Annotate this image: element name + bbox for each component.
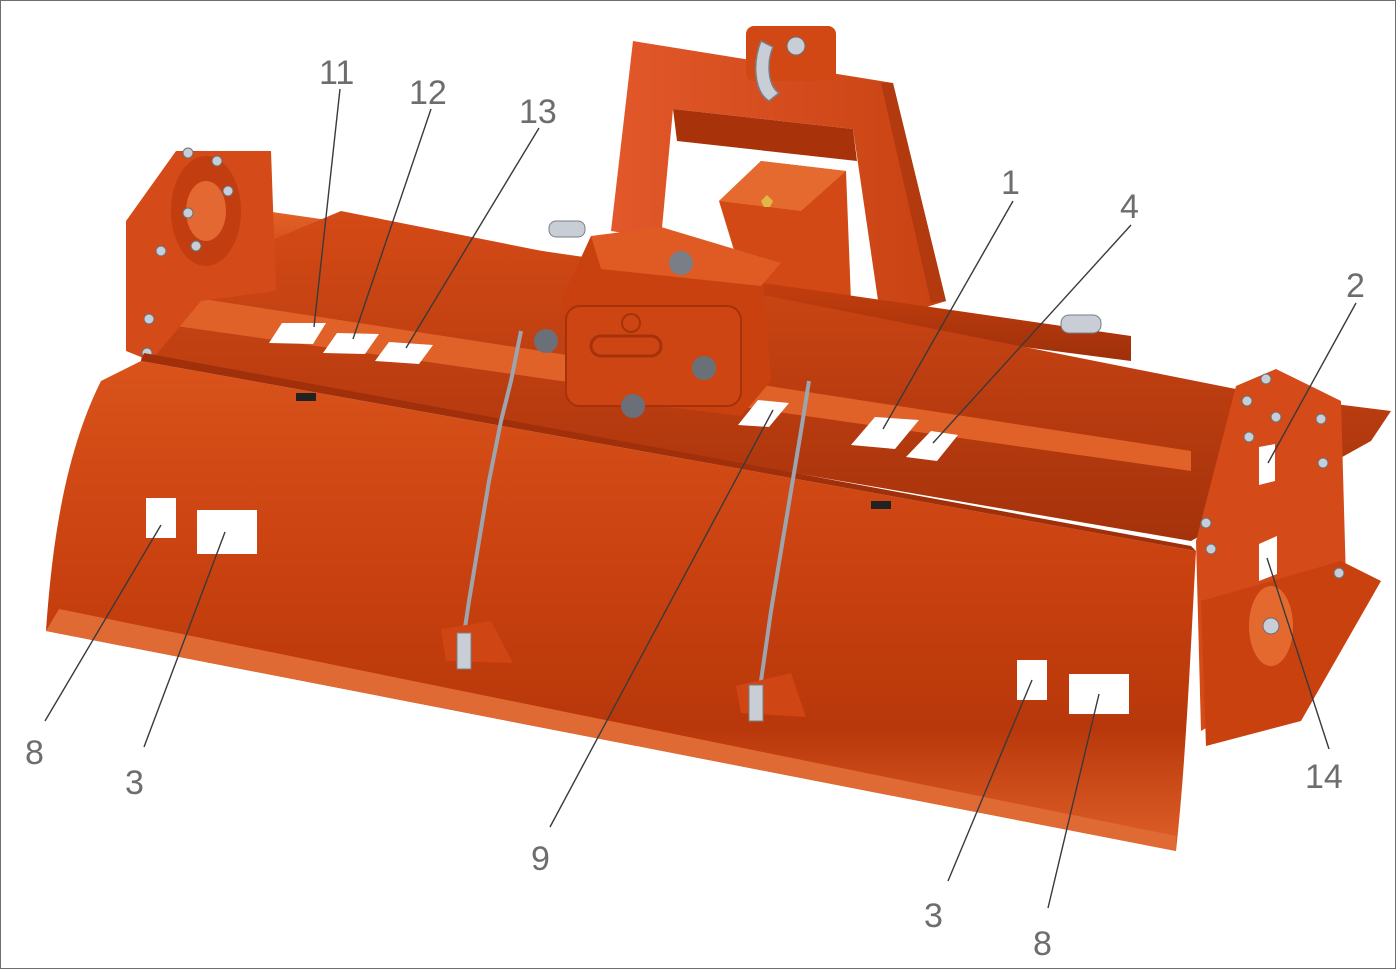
- callout-3-left: 3: [125, 764, 144, 802]
- leader-2: [1267, 302, 1357, 464]
- leader-3-left: [143, 531, 226, 748]
- gearbox: [534, 227, 781, 418]
- left-chain: [441, 330, 523, 670]
- callouts: 11 12 13 1 4 2 8 3 9 3 8 14: [25, 54, 1365, 963]
- callout-11: 11: [319, 54, 354, 92]
- callout-4: 4: [1120, 188, 1139, 226]
- left-end-plate: [126, 147, 276, 361]
- leader-8-right: [1047, 693, 1100, 909]
- callout-3-right: 3: [924, 897, 943, 935]
- callout-2: 2: [1346, 267, 1365, 305]
- tiller-illustration: [46, 26, 1391, 851]
- rear-hood: [46, 353, 1196, 851]
- leader-9: [549, 409, 774, 828]
- leader-12: [352, 108, 432, 340]
- callout-8-right: 8: [1033, 925, 1052, 963]
- callout-8-left: 8: [25, 734, 44, 772]
- leader-4: [932, 224, 1132, 444]
- right-chain: [736, 380, 811, 722]
- leader-8-left: [44, 524, 162, 722]
- leader-14: [1266, 557, 1330, 750]
- leader-3-right: [947, 679, 1033, 882]
- leader-11: [313, 88, 341, 328]
- hitch-tower: [611, 26, 946, 321]
- leader-1: [882, 200, 1014, 430]
- callout-1: 1: [1001, 164, 1020, 202]
- callout-14: 14: [1305, 758, 1343, 796]
- callout-9: 9: [531, 840, 550, 878]
- callout-12: 12: [409, 74, 447, 112]
- leader-13: [405, 127, 540, 349]
- callout-13: 13: [519, 93, 557, 131]
